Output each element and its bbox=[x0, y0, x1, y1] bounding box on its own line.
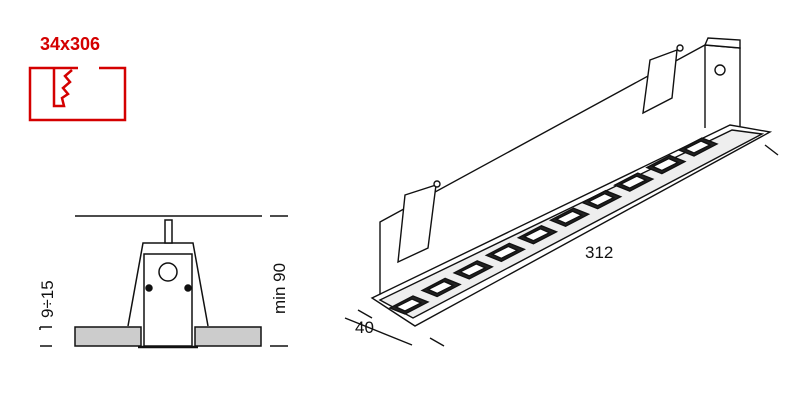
led-lens bbox=[651, 157, 680, 172]
led-lens bbox=[554, 210, 584, 224]
cutout-symbol-icon bbox=[28, 66, 127, 122]
led-lens bbox=[490, 245, 519, 260]
length-dimension-label: 312 bbox=[585, 243, 614, 262]
led-lens bbox=[426, 280, 455, 295]
cutout-dimension-label: 34x306 bbox=[40, 34, 101, 54]
led-lens bbox=[619, 175, 648, 189]
led-lens bbox=[522, 228, 552, 242]
led-lens bbox=[683, 140, 712, 154]
led-lens bbox=[458, 263, 487, 277]
led-lens bbox=[587, 192, 616, 207]
isometric-luminaire bbox=[344, 37, 779, 347]
led-lens bbox=[394, 298, 423, 312]
section-view bbox=[39, 215, 288, 349]
width-dimension-label: 40 bbox=[355, 318, 374, 337]
